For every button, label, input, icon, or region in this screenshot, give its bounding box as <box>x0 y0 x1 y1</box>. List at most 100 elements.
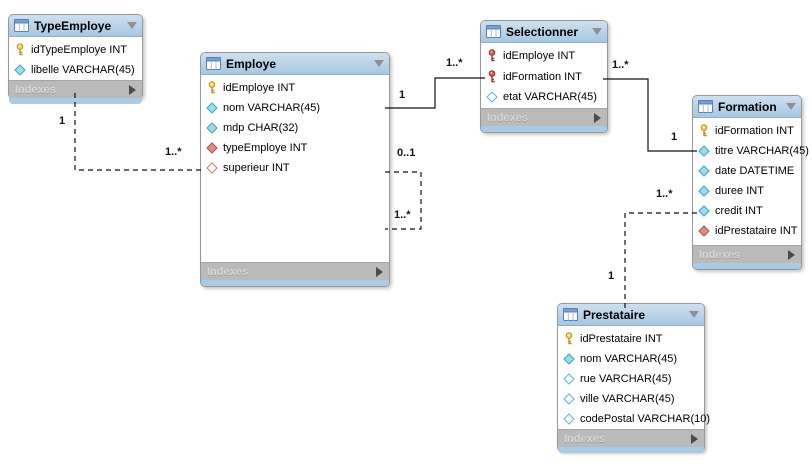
table-header[interactable]: Prestataire <box>558 304 704 326</box>
column-definition: date DATETIME <box>715 165 795 177</box>
relationship-line-employe-selectionner[interactable] <box>385 77 485 109</box>
column-notnull-icon <box>14 64 26 76</box>
cardinality-label: 1..* <box>394 209 411 221</box>
column-definition: duree INT <box>715 185 764 197</box>
indexes-label: Indexes <box>15 83 56 96</box>
column-definition: nom VARCHAR(45) <box>580 353 677 365</box>
expand-triangle-icon[interactable] <box>691 433 698 444</box>
cardinality-label: 1 <box>671 131 678 143</box>
column-definition: typeEmploye INT <box>223 142 308 154</box>
table-icon <box>14 19 29 32</box>
relationship-line-selectionner-formation[interactable] <box>603 78 697 152</box>
column-row[interactable]: superieur INT <box>201 158 389 178</box>
column-definition: idPrestataire INT <box>580 332 663 345</box>
column-row[interactable]: idFormation INT <box>693 120 801 141</box>
column-row[interactable]: nom VARCHAR(45) <box>558 349 704 369</box>
table-header[interactable]: Employe <box>201 53 389 75</box>
table-title: Formation <box>718 99 777 114</box>
indexes-bar[interactable]: Indexes <box>9 80 142 98</box>
indexes-bar[interactable]: Indexes <box>481 108 607 126</box>
column-row[interactable]: ville VARCHAR(45) <box>558 389 704 409</box>
primary-key-icon <box>206 81 218 94</box>
table-typeemploye[interactable]: TypeEmploye idTypeEmploye INT libelle VARC… <box>8 14 143 104</box>
column-row[interactable]: nom VARCHAR(45) <box>201 98 389 118</box>
column-definition: nom VARCHAR(45) <box>223 102 320 114</box>
collapse-triangle-icon[interactable] <box>374 60 384 67</box>
column-row[interactable]: idFormation INT <box>481 66 607 87</box>
cardinality-label: 1 <box>399 89 406 101</box>
column-definition: codePostal VARCHAR(10) <box>580 413 711 425</box>
table-footer-strip <box>201 280 389 286</box>
fk-nullable-icon <box>206 162 218 174</box>
indexes-bar[interactable]: Indexes <box>201 262 389 280</box>
column-row[interactable]: duree INT <box>693 181 801 201</box>
column-row[interactable]: idEmploye INT <box>481 45 607 66</box>
table-icon <box>206 57 221 70</box>
column-row[interactable]: date DATETIME <box>693 161 801 181</box>
column-row[interactable]: idEmploye INT <box>201 77 389 98</box>
column-definition: rue VARCHAR(45) <box>580 373 672 385</box>
foreign-primary-key-icon <box>486 49 498 62</box>
table-icon <box>486 25 501 38</box>
column-row[interactable]: idTypeEmploye INT <box>9 39 142 60</box>
collapse-triangle-icon[interactable] <box>786 103 796 110</box>
column-notnull-icon <box>698 165 710 177</box>
cardinality-label: 1..* <box>656 188 673 200</box>
expand-triangle-icon[interactable] <box>594 112 601 123</box>
expand-triangle-icon[interactable] <box>376 266 383 277</box>
cardinality-label: 1..* <box>446 57 463 69</box>
expand-triangle-icon[interactable] <box>129 84 136 95</box>
column-notnull-icon <box>206 122 218 134</box>
collapse-triangle-icon[interactable] <box>127 22 137 29</box>
table-formation[interactable]: Formation idFormation INT titre VARCHAR(45… <box>692 95 809 270</box>
column-definition: etat VARCHAR(45) <box>503 91 597 103</box>
cardinality-label: 1 <box>608 270 615 282</box>
relationship-line-employe-self[interactable] <box>385 171 422 230</box>
column-row[interactable]: etat VARCHAR(45) <box>481 87 607 107</box>
table-footer-strip <box>693 263 801 269</box>
cardinality-label: 1 <box>59 115 66 127</box>
column-definition: idFormation INT <box>715 124 794 137</box>
table-header[interactable]: Formation <box>693 96 801 118</box>
column-row[interactable]: codePostal VARCHAR(10) <box>558 409 710 429</box>
indexes-bar[interactable]: Indexes <box>558 429 704 447</box>
column-row[interactable]: libelle VARCHAR(45) <box>9 60 142 80</box>
column-row[interactable]: idPrestataire INT <box>693 221 801 241</box>
primary-key-icon <box>14 43 26 56</box>
collapse-triangle-icon[interactable] <box>592 28 602 35</box>
table-header[interactable]: TypeEmploye <box>9 15 142 37</box>
column-row[interactable]: mdp CHAR(32) <box>201 118 389 138</box>
collapse-triangle-icon[interactable] <box>689 311 699 318</box>
expand-triangle-icon[interactable] <box>788 249 795 260</box>
column-definition: mdp CHAR(32) <box>223 122 299 134</box>
column-nullable-icon <box>563 413 575 425</box>
column-notnull-icon <box>698 205 710 217</box>
table-icon <box>563 308 578 321</box>
column-nullable-icon <box>563 393 575 405</box>
table-title: Prestataire <box>583 307 646 322</box>
table-prestataire[interactable]: Prestataire idPrestataire INT nom VARCHAR(… <box>557 303 710 453</box>
column-definition: credit INT <box>715 205 763 217</box>
relationship-line-typeemploye-employe[interactable] <box>74 93 205 171</box>
column-notnull-icon <box>563 353 575 365</box>
column-row[interactable]: titre VARCHAR(45) <box>693 141 809 161</box>
cardinality-label: 0..1 <box>397 147 416 159</box>
table-header[interactable]: Selectionner <box>481 21 607 43</box>
foreign-primary-key-icon <box>486 70 498 83</box>
indexes-bar[interactable]: Indexes <box>693 245 801 263</box>
column-row[interactable]: idPrestataire INT <box>558 328 704 349</box>
column-definition: idTypeEmploye INT <box>31 43 127 56</box>
column-row[interactable]: rue VARCHAR(45) <box>558 369 704 389</box>
relationship-line-prestataire-formation[interactable] <box>624 212 697 308</box>
indexes-label: Indexes <box>207 265 248 278</box>
table-title: Selectionner <box>506 24 579 39</box>
table-footer-strip <box>481 126 607 132</box>
column-nullable-icon <box>563 373 575 385</box>
column-row[interactable]: credit INT <box>693 201 801 221</box>
primary-key-icon <box>563 332 575 345</box>
column-row[interactable]: typeEmploye INT <box>201 138 389 158</box>
column-notnull-icon <box>206 102 218 114</box>
column-definition: idPrestataire INT <box>715 225 798 237</box>
